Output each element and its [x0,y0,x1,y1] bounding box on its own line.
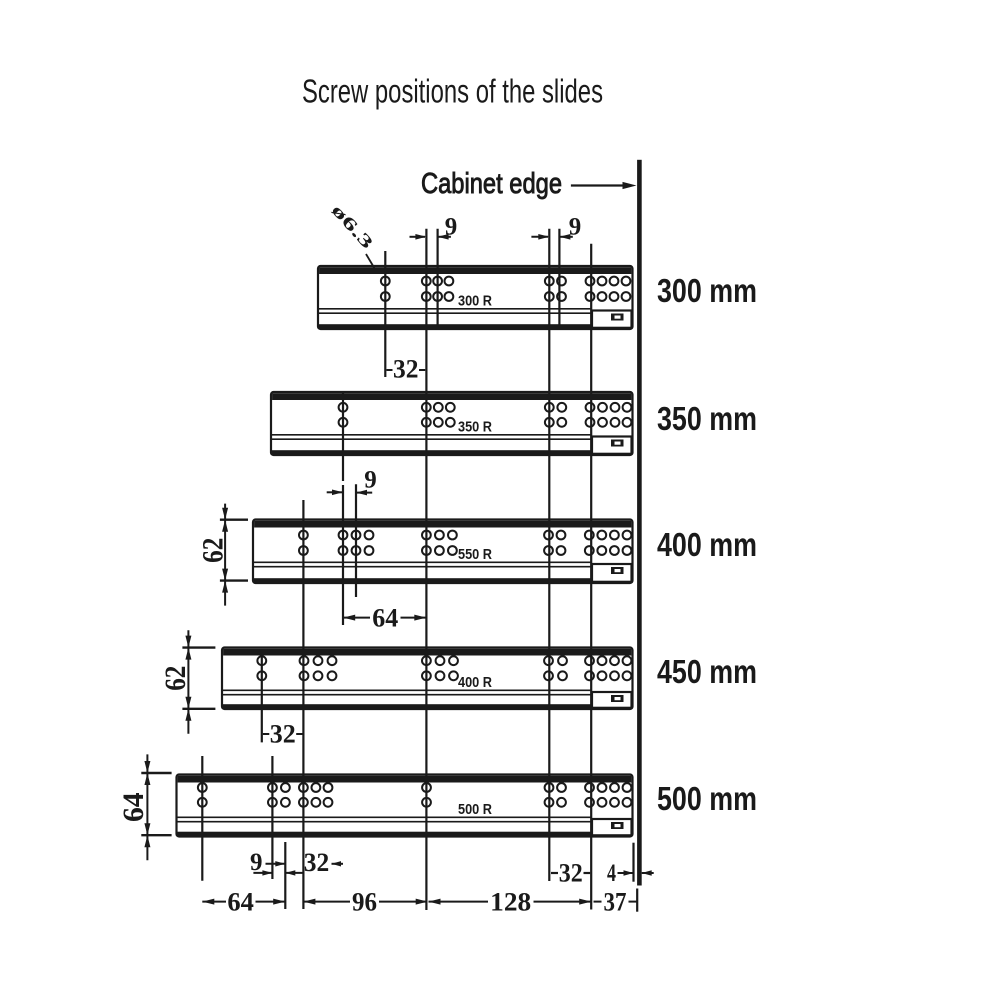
svg-text:32: 32 [393,355,419,384]
svg-text:300 mm: 300 mm [657,272,757,309]
svg-text:Cabinet edge: Cabinet edge [421,168,562,200]
svg-text:62: 62 [196,538,229,563]
svg-text:9: 9 [569,214,582,241]
svg-text:400 mm: 400 mm [657,526,757,563]
svg-text:96: 96 [352,888,377,917]
svg-text:128: 128 [490,888,531,917]
svg-text:350 mm: 350 mm [657,400,757,437]
svg-text:400 R: 400 R [458,675,492,691]
svg-text:32: 32 [304,848,330,877]
svg-text:300 R: 300 R [458,294,492,310]
svg-text:9: 9 [250,849,263,876]
svg-text:9: 9 [445,214,458,241]
svg-text:500 R: 500 R [458,802,492,818]
svg-text:9: 9 [364,467,377,494]
svg-text:350 R: 350 R [458,420,492,436]
svg-text:450 mm: 450 mm [657,653,757,690]
svg-text:64: 64 [227,888,254,917]
svg-text:550 R: 550 R [458,547,492,563]
svg-text:37: 37 [604,888,627,917]
svg-text:32: 32 [559,859,583,888]
svg-text:32: 32 [270,720,296,749]
svg-text:Screw positions of the slides: Screw positions of the slides [302,74,603,111]
svg-text:62: 62 [159,666,192,691]
svg-text:64: 64 [372,604,398,633]
svg-text:500 mm: 500 mm [657,780,757,817]
svg-text:64: 64 [117,792,150,822]
svg-text:4: 4 [607,860,616,887]
